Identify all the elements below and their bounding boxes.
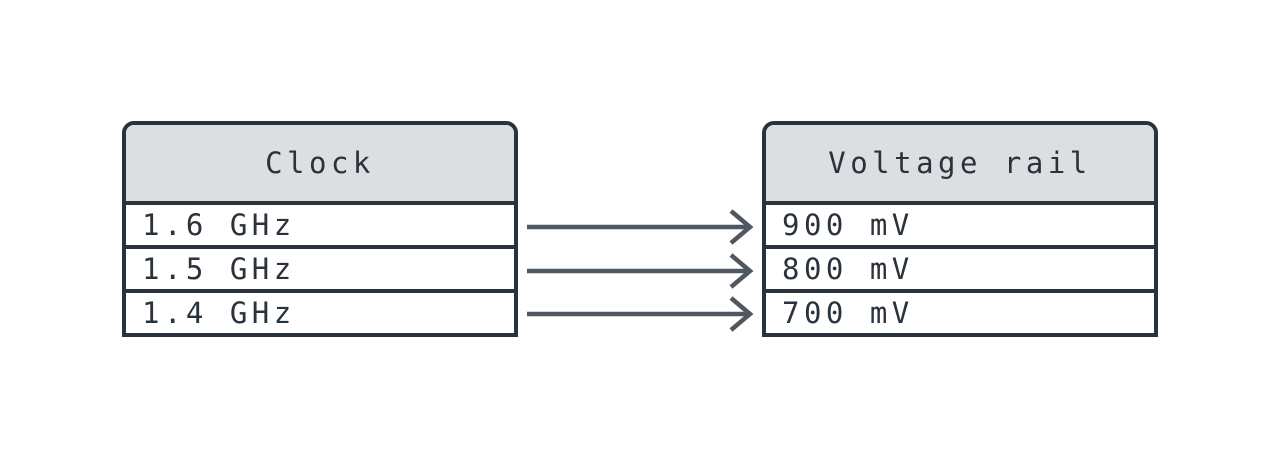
mapping-arrow-1-4ghz-700mv [527, 296, 754, 332]
voltage-row-800-mv: 800 mV [766, 249, 1154, 293]
mapping-arrow-1-6ghz-900mv [527, 209, 754, 245]
clock-row-1-6-ghz: 1.6 GHz [126, 205, 514, 249]
mapping-arrow-1-5ghz-800mv [527, 253, 754, 289]
clock-table-header: Clock [126, 125, 514, 205]
voltage-rail-table: Voltage rail 900 mV 800 mV 700 mV [762, 121, 1158, 337]
voltage-row-700-mv: 700 mV [766, 293, 1154, 333]
voltage-rail-table-header: Voltage rail [766, 125, 1154, 205]
voltage-row-900-mv: 900 mV [766, 205, 1154, 249]
clock-row-1-4-ghz: 1.4 GHz [126, 293, 514, 333]
clock-table: Clock 1.6 GHz 1.5 GHz 1.4 GHz [122, 121, 518, 337]
clock-row-1-5-ghz: 1.5 GHz [126, 249, 514, 293]
